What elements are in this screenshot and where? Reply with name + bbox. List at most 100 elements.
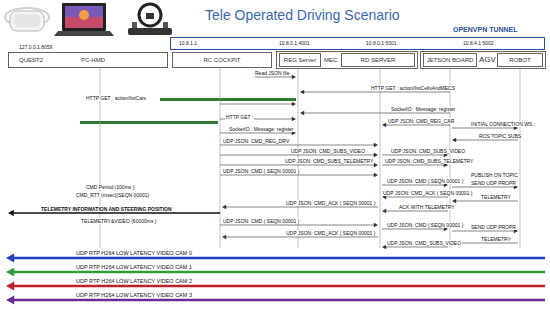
message-arrow (220, 155, 375, 156)
message-label: UDP JSON: CMD ( SEQN 00001 ) (386, 178, 464, 184)
message-label: TELEMETRY (480, 194, 512, 200)
message-label: TELEMETRY&VIDEO (60000ms ) (80, 218, 158, 224)
arrow-head (382, 209, 386, 213)
arrow-head (300, 111, 304, 115)
lifeline (380, 68, 381, 248)
box-label: RC COCKPIT (203, 57, 240, 64)
message-arrow (385, 197, 448, 198)
arrow-head (6, 295, 14, 304)
message-label: SEND UDP PROPR (470, 180, 517, 186)
message-label: UDP JSON: CMD_SUBS_VIDEO (390, 148, 466, 154)
message-label: UDP JSON: CMD_ACK ( SEQN 00001 ) (285, 200, 376, 206)
box-label: ROBOT (509, 57, 530, 64)
steering-wheel (128, 4, 172, 35)
message-arrow (225, 207, 378, 208)
message-arrow (13, 271, 545, 274)
header-box: JETSON BOARD (423, 53, 477, 67)
arrow-head (8, 210, 14, 216)
arrow-head (292, 102, 296, 106)
message-label: PUBLISH ON TOPIC (470, 172, 519, 178)
message-label: UDP JSON: CMD ( SEQN 00001 ) (386, 222, 464, 228)
message-arrow (303, 113, 450, 114)
message-label: SocketIO : Message: register (228, 126, 294, 132)
message-arrow (220, 145, 375, 146)
message-label: SEND UDP PROPR (470, 224, 517, 230)
message-label: UDP RTP H264 LOW LATENCY VIDEO CAM 0 (75, 250, 193, 256)
message-label: UDP JSON: CMD ( SEQN 00001 ) (222, 168, 300, 174)
box-label: QUEST2 (19, 57, 43, 64)
header-box: AGVJETSON BOARD ROBOT (420, 51, 546, 69)
message-label: UDP RTP H264 LOW LATENCY VIDEO CAM 1 (75, 264, 193, 270)
arrow-head (222, 205, 226, 209)
arrow-head (300, 90, 304, 94)
lifeline (520, 68, 521, 248)
message-label: UDP JSON: CMD_SUBS_VIDEO (290, 148, 366, 154)
message-label: SocketIO : Message: register (390, 106, 456, 112)
message-arrow (382, 165, 445, 166)
lifeline (220, 68, 221, 248)
arrow-head (292, 75, 296, 79)
message-label: UDP JSON: CMD_ACK ( SEQN 00001 ) (285, 230, 376, 236)
box-label: MEC (324, 57, 337, 64)
header-box: REG Server (279, 53, 321, 67)
message-arrow (303, 92, 450, 93)
message-label: CMD Period (100ms ) (85, 184, 135, 190)
vr-headset (5, 8, 49, 31)
message-arrow (382, 185, 445, 186)
message-arrow (220, 165, 375, 166)
message-arrow (452, 231, 515, 232)
message-arrow (220, 225, 375, 226)
ip-address: 10.8.0.1:4001 (278, 40, 311, 46)
header-box: ROBOT (497, 53, 543, 67)
message-arrow (452, 187, 515, 188)
message-arrow (455, 243, 518, 244)
arrow-head (6, 267, 14, 276)
header-box: MEC REG Server RD SERVER (276, 51, 418, 69)
arrow-head (292, 117, 296, 121)
message-label: INITIAL CONNECTION WS:: (470, 121, 536, 127)
arrow-head (374, 223, 378, 227)
message-arrow (452, 128, 515, 129)
arrow-head (222, 235, 226, 239)
message-label: UDP JSON: CMD_SUBS_VIDEO (386, 240, 462, 246)
box-label: PC-HMD (81, 57, 105, 64)
message-label: HTTP GET : action/listCars (85, 95, 147, 101)
message-arrow (13, 257, 545, 260)
message-label: UDP JSON: CMD ( SEQN 00001 ) (222, 218, 300, 224)
message-arrow (220, 133, 293, 134)
arrow-head (452, 138, 456, 142)
message-arrow (255, 77, 293, 78)
message-label: Read JSON file (254, 70, 290, 76)
message-label: ROS TOPIC SUBS (478, 133, 522, 139)
message-label: TELEMETRY (480, 236, 512, 242)
message-arrow (220, 175, 375, 176)
message-arrow (220, 104, 293, 105)
message-arrow (13, 285, 545, 288)
ip-address: 10.8.4.1:5002 (462, 40, 495, 46)
message-label: ACK WITH TELEMETRY (398, 204, 456, 210)
message-label: UDP JSON: CMD_REG_CAR (387, 118, 455, 124)
box-label: OPENVPN TUNNEL (453, 26, 518, 33)
box-label: AGV (479, 56, 496, 63)
ip-address: 10.8.0.1:5001 (365, 40, 398, 46)
message-arrow (455, 201, 518, 202)
message-label: UDP JSON: CMD_SUBS_TELEMETRY (384, 158, 474, 164)
box-label: RD SERVER (361, 57, 396, 64)
arrow-head (6, 281, 14, 290)
header-box: QUEST2 PC-HMD (8, 52, 168, 68)
message-label: UDP JSON: CMD_SUBS_TELEMETRY (284, 158, 374, 164)
box-label: REG Server (284, 57, 316, 64)
laptop (54, 3, 114, 36)
message-label: TELEMETRY INFORMATION AND STEERING POSIT… (40, 206, 173, 212)
message-arrow (385, 211, 448, 212)
header-box: RD SERVER (341, 53, 415, 67)
message-label: UDP RTP H264 LOW LATENCY VIDEO CAM 2 (75, 278, 193, 284)
ip-address: 127.0.0.1:8059 (18, 44, 53, 50)
message-arrow (13, 299, 545, 302)
message-arrow (385, 247, 448, 248)
message-arrow (13, 212, 220, 213)
message-arrow (382, 155, 445, 156)
message-label: HTTP GET : (225, 114, 254, 120)
